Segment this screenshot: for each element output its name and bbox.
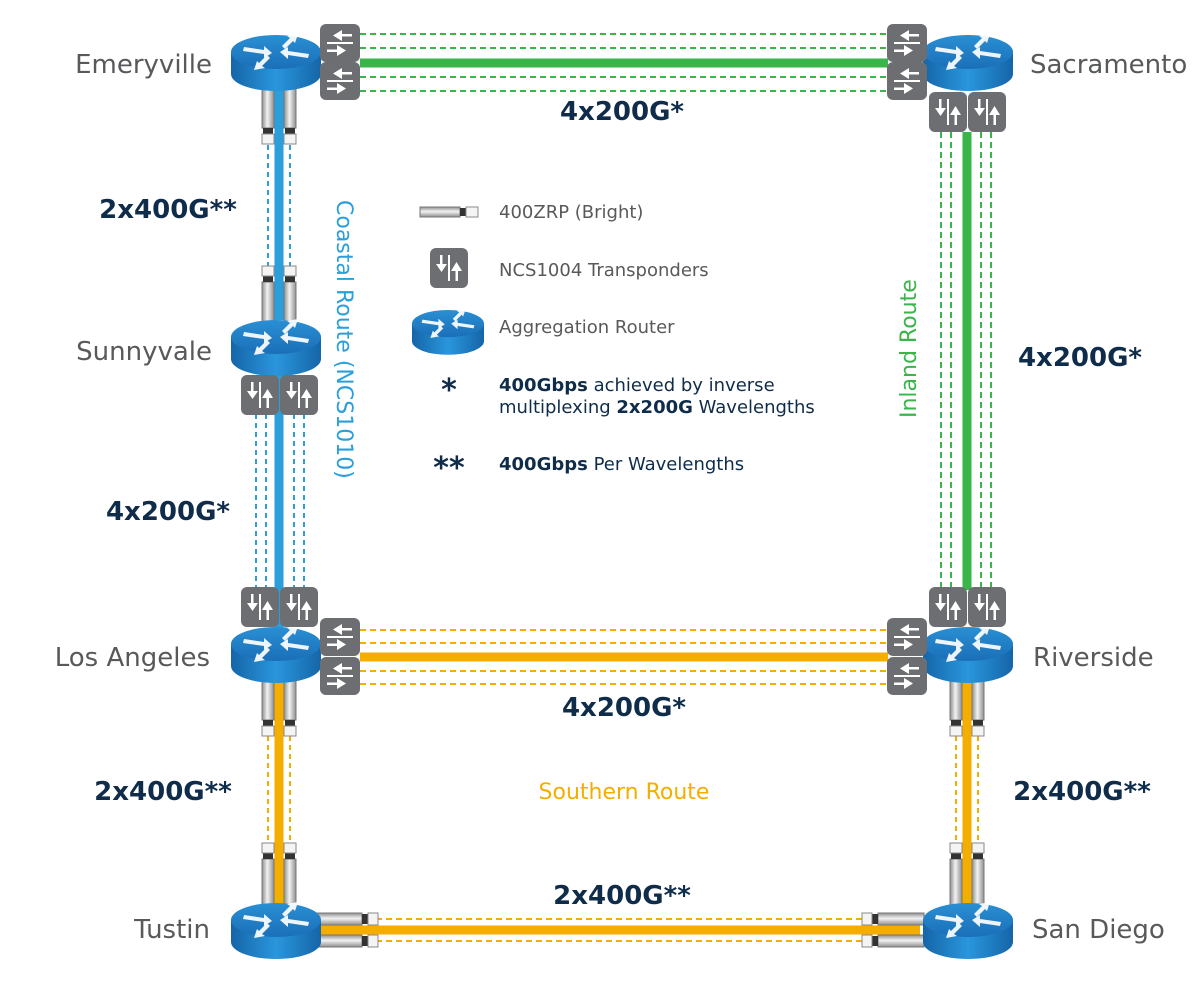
link-tustin-san-diego bbox=[320, 918, 920, 942]
link-sunnyvale-los-angeles bbox=[255, 370, 305, 630]
capacity-label-los-angeles-tustin: 2x400G** bbox=[94, 777, 232, 807]
router-riverside[interactable] bbox=[923, 626, 1013, 683]
zrp-icon bbox=[283, 265, 297, 329]
zrp-icon bbox=[861, 912, 925, 926]
zrp-icon bbox=[261, 842, 275, 906]
capacity-label-los-angeles-riverside: 4x200G* bbox=[562, 693, 686, 723]
transponder-icon bbox=[320, 24, 360, 62]
transponder-icon bbox=[887, 657, 927, 695]
router-emeryville[interactable] bbox=[231, 34, 321, 91]
zrp-icon bbox=[261, 673, 275, 737]
transponder-icon bbox=[430, 248, 468, 288]
link-emeryville-sacramento bbox=[360, 33, 888, 92]
legend-label-zrp: 400ZRP (Bright) bbox=[499, 202, 643, 223]
zrp-icon bbox=[419, 206, 479, 218]
transponder-icon bbox=[887, 62, 927, 100]
route-label-inland: Inland Route bbox=[897, 279, 922, 418]
city-label-tustin: Tustin bbox=[133, 915, 210, 945]
router-los-angeles[interactable] bbox=[231, 626, 321, 683]
zrp-icon bbox=[283, 842, 297, 906]
transponder-icon bbox=[887, 24, 927, 62]
zrp-icon bbox=[283, 673, 297, 737]
zrp-icon bbox=[315, 934, 379, 948]
single-star-symbol: * bbox=[441, 373, 457, 408]
double-star-symbol: ** bbox=[433, 451, 465, 486]
zrp-icon bbox=[283, 81, 297, 145]
route-label-southern: Southern Route bbox=[539, 780, 710, 805]
capacity-label-riverside-san-diego: 2x400G** bbox=[1013, 777, 1151, 807]
transponder-icon bbox=[320, 62, 360, 100]
zrp-icon bbox=[861, 934, 925, 948]
link-sacramento-riverside bbox=[940, 132, 992, 590]
legend-item-zrp: 400ZRP (Bright) bbox=[419, 202, 643, 223]
zrp-icon bbox=[971, 842, 985, 906]
router-san-diego[interactable] bbox=[923, 902, 1013, 959]
transponder-icon bbox=[320, 618, 360, 656]
link-los-angeles-tustin bbox=[267, 680, 291, 905]
link-emeryville-sunnyvale bbox=[267, 90, 291, 320]
transponder-icon bbox=[887, 618, 927, 656]
capacity-label-sacramento-riverside: 4x200G* bbox=[1018, 343, 1142, 373]
link-riverside-san-diego bbox=[955, 680, 979, 905]
route-label-coastal: Coastal Route (NCS1010) bbox=[331, 200, 356, 479]
zrp-icon bbox=[949, 842, 963, 906]
transponder-icon bbox=[280, 375, 318, 415]
city-label-sunnyvale: Sunnyvale bbox=[76, 337, 212, 367]
router-icon bbox=[412, 309, 484, 355]
capacity-label-tustin-san-diego: 2x400G** bbox=[553, 881, 691, 911]
city-label-sacramento: Sacramento bbox=[1030, 50, 1187, 80]
city-label-riverside: Riverside bbox=[1033, 643, 1154, 673]
transponder-icon bbox=[968, 587, 1006, 627]
transponder-icon bbox=[968, 92, 1006, 132]
transponder-icon bbox=[320, 657, 360, 695]
capacity-label-emeryville-sacramento: 4x200G* bbox=[560, 97, 684, 127]
zrp-icon bbox=[315, 912, 379, 926]
legend: 400ZRP (Bright) NCS1004 Transponders Agg… bbox=[412, 202, 815, 486]
legend-label-router: Aggregation Router bbox=[499, 317, 675, 338]
transponder-icon bbox=[241, 587, 279, 627]
transponder-icon bbox=[280, 587, 318, 627]
legend-note-single-star-line1: 400Gbps achieved by inverse bbox=[499, 375, 775, 396]
legend-label-transponder: NCS1004 Transponders bbox=[499, 260, 709, 281]
legend-item-transponder: NCS1004 Transponders bbox=[430, 248, 709, 288]
transponder-icon bbox=[929, 92, 967, 132]
legend-note-single-star-line2: multiplexing 2x200G Wavelengths bbox=[499, 397, 815, 418]
legend-item-single-star: * 400Gbps achieved by inverse multiplexi… bbox=[441, 373, 815, 418]
capacity-label-emeryville-sunnyvale: 2x400G** bbox=[99, 195, 237, 225]
legend-note-double-star: 400Gbps Per Wavelengths bbox=[499, 454, 744, 475]
zrp-icon bbox=[261, 265, 275, 329]
city-label-san-diego: San Diego bbox=[1032, 915, 1165, 945]
zrp-icon bbox=[261, 81, 275, 145]
capacity-label-sunnyvale-los-angeles: 4x200G* bbox=[106, 497, 230, 527]
city-label-los-angeles: Los Angeles bbox=[55, 643, 210, 673]
router-tustin[interactable] bbox=[231, 902, 321, 959]
link-los-angeles-riverside bbox=[360, 629, 888, 685]
legend-item-router: Aggregation Router bbox=[412, 309, 675, 355]
transponder-icon bbox=[241, 375, 279, 415]
city-label-emeryville: Emeryville bbox=[75, 50, 212, 80]
zrp-icon bbox=[971, 673, 985, 737]
router-sacramento[interactable] bbox=[923, 34, 1013, 91]
zrp-icon bbox=[949, 673, 963, 737]
router-sunnyvale[interactable] bbox=[231, 319, 321, 376]
transponder-icon bbox=[929, 587, 967, 627]
legend-item-double-star: ** 400Gbps Per Wavelengths bbox=[433, 451, 744, 486]
